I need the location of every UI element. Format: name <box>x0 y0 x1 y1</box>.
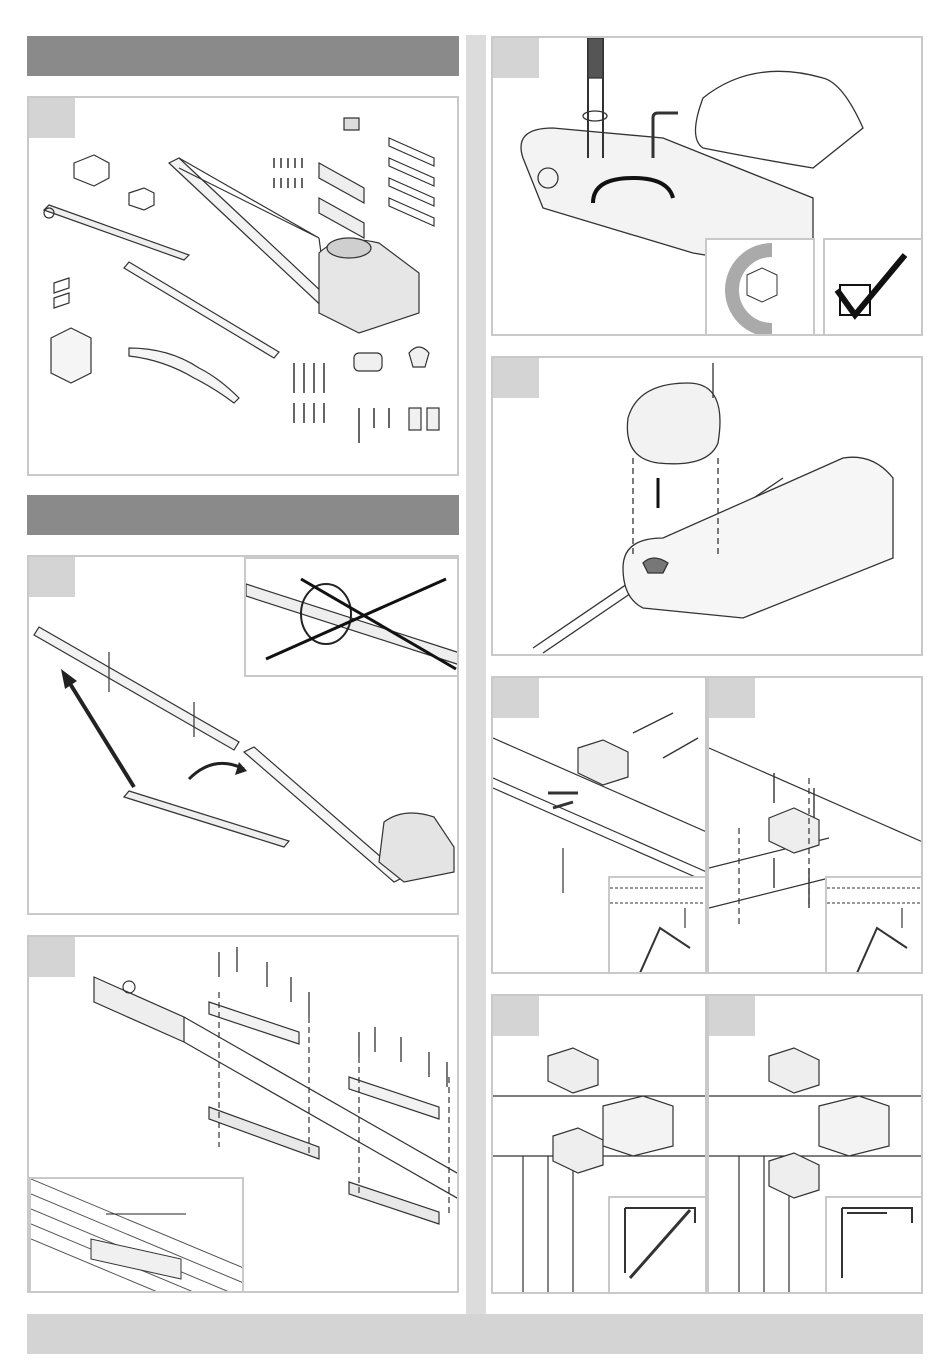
door-arm-icon <box>827 1198 923 1294</box>
parts-panel <box>27 96 459 476</box>
footer-bar <box>27 1314 923 1354</box>
bracket-b-panel <box>707 676 923 974</box>
arm-icon <box>44 205 189 260</box>
slider-inset <box>29 1177 244 1293</box>
bracket-icon <box>769 808 819 853</box>
remote-icon <box>354 353 382 371</box>
hex-inset <box>705 238 815 336</box>
parts-illustration <box>29 98 459 476</box>
rail-assembly-panel <box>27 555 459 915</box>
section-bar-parts <box>27 36 459 76</box>
bracket-icon <box>129 188 154 210</box>
section-bar-assembly <box>27 495 459 535</box>
bulb-icon <box>643 558 668 573</box>
prohibited-inset <box>244 557 459 677</box>
prohibited-icon <box>246 559 459 677</box>
rail-fixing-panel <box>27 935 459 1293</box>
motor-cover-icon <box>627 383 720 464</box>
hand-icon <box>696 71 864 168</box>
rotate-arrow-icon <box>189 763 244 779</box>
cover-panel <box>491 356 923 656</box>
checkmark-icon <box>825 240 923 336</box>
bracket-a-panel <box>491 676 707 974</box>
rail-icon <box>34 627 239 750</box>
bracket-a-inset <box>608 876 707 974</box>
door-bracket-a-panel <box>491 994 707 1294</box>
door-bracket-b-panel <box>707 994 923 1294</box>
bulb-icon <box>409 347 429 367</box>
bracket-icon <box>51 328 91 383</box>
cover-illustration <box>493 358 923 656</box>
screwdriver-panel <box>491 36 923 336</box>
check-inset <box>823 238 923 336</box>
door-arm-b-inset <box>825 1196 923 1294</box>
slider-icon <box>31 1179 244 1293</box>
screwdriver-icon <box>588 38 603 78</box>
door-arm-icon <box>610 1198 707 1294</box>
bracket-b-inset <box>825 876 923 974</box>
door-arm-a-inset <box>608 1196 707 1294</box>
bracket-icon <box>769 1048 819 1093</box>
screw-icon <box>633 713 698 758</box>
bracket-icon <box>74 155 109 186</box>
column-divider <box>466 35 486 1315</box>
bracket-icon <box>548 1048 598 1093</box>
